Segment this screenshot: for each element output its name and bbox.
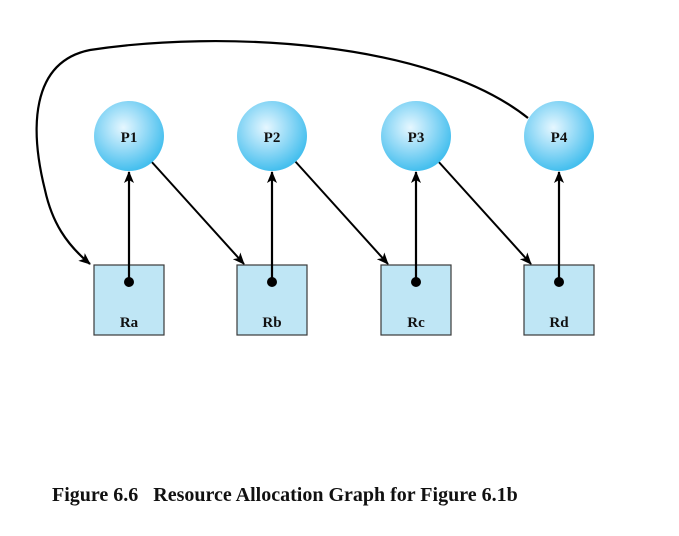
process-p4: P4 [524,101,594,171]
instance-dot-rd [554,277,564,287]
edge-p4-ra [35,40,529,265]
process-p3-label: P3 [408,130,425,146]
process-p4-label: P4 [551,130,568,146]
instance-dot-rb [267,277,277,287]
process-p1: P1 [94,101,164,171]
process-p3: P3 [381,101,451,171]
resource-ra-label: Ra [120,315,139,331]
process-p1-label: P1 [121,130,138,146]
figure-caption: Figure 6.6 Resource Allocation Graph for… [52,484,518,506]
instance-dot-ra [124,277,134,287]
process-p2-label: P2 [264,130,281,146]
edge-p1-rb [149,159,245,265]
resource-rc-label: Rc [407,315,425,331]
edge-p3-rd [436,159,532,265]
resource-rb-label: Rb [262,315,281,331]
resource-rb: Rb [236,264,308,336]
edge-p2-rc [293,159,389,265]
resource-rc: Rc [380,264,452,336]
process-p2: P2 [237,101,307,171]
instance-dot-rc [411,277,421,287]
resource-rd-label: Rd [549,315,569,331]
